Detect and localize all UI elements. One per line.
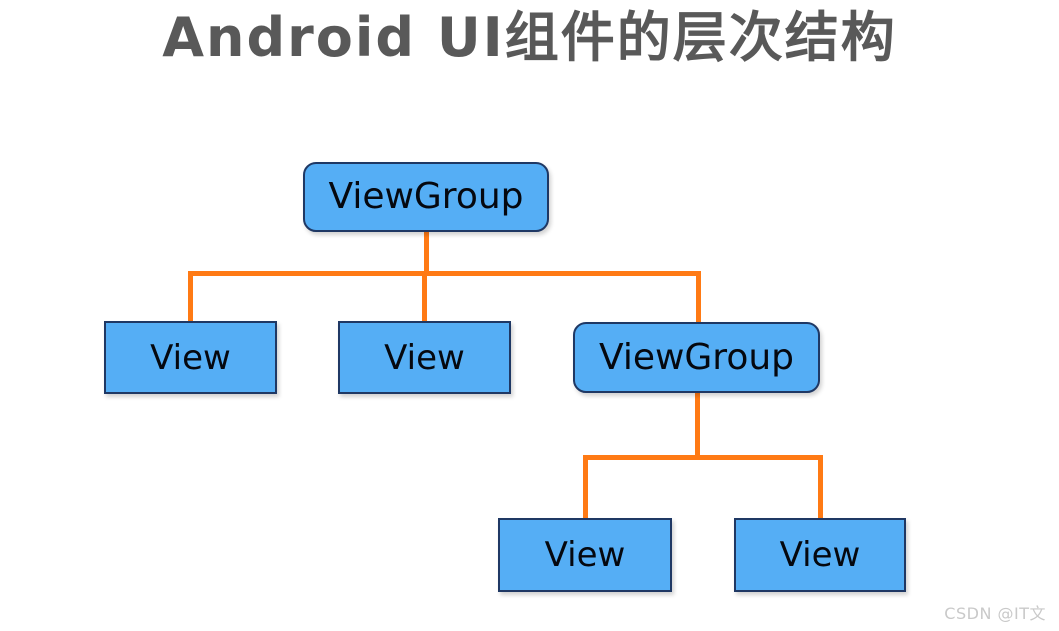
node-view-4[interactable]: View [734, 518, 906, 592]
connector-drop-view-4 [818, 455, 823, 520]
connector-drop-view-1 [188, 271, 193, 323]
node-child-viewgroup[interactable]: ViewGroup [573, 322, 820, 393]
connector-child-stem [695, 393, 700, 458]
connector-level3-bus [585, 455, 823, 460]
watermark: CSDN @IT文 [944, 604, 1046, 623]
node-view-1[interactable]: View [104, 321, 277, 394]
connector-drop-view-2 [422, 271, 427, 323]
node-root-viewgroup[interactable]: ViewGroup [303, 162, 549, 232]
connector-drop-child-viewgroup [696, 271, 701, 324]
connector-root-stem [424, 232, 429, 275]
page-title: Android UI组件的层次结构 [162, 6, 897, 69]
node-view-3[interactable]: View [498, 518, 672, 592]
connector-drop-view-3 [583, 455, 588, 520]
node-view-2[interactable]: View [338, 321, 511, 394]
connector-level2-bus [190, 271, 701, 276]
